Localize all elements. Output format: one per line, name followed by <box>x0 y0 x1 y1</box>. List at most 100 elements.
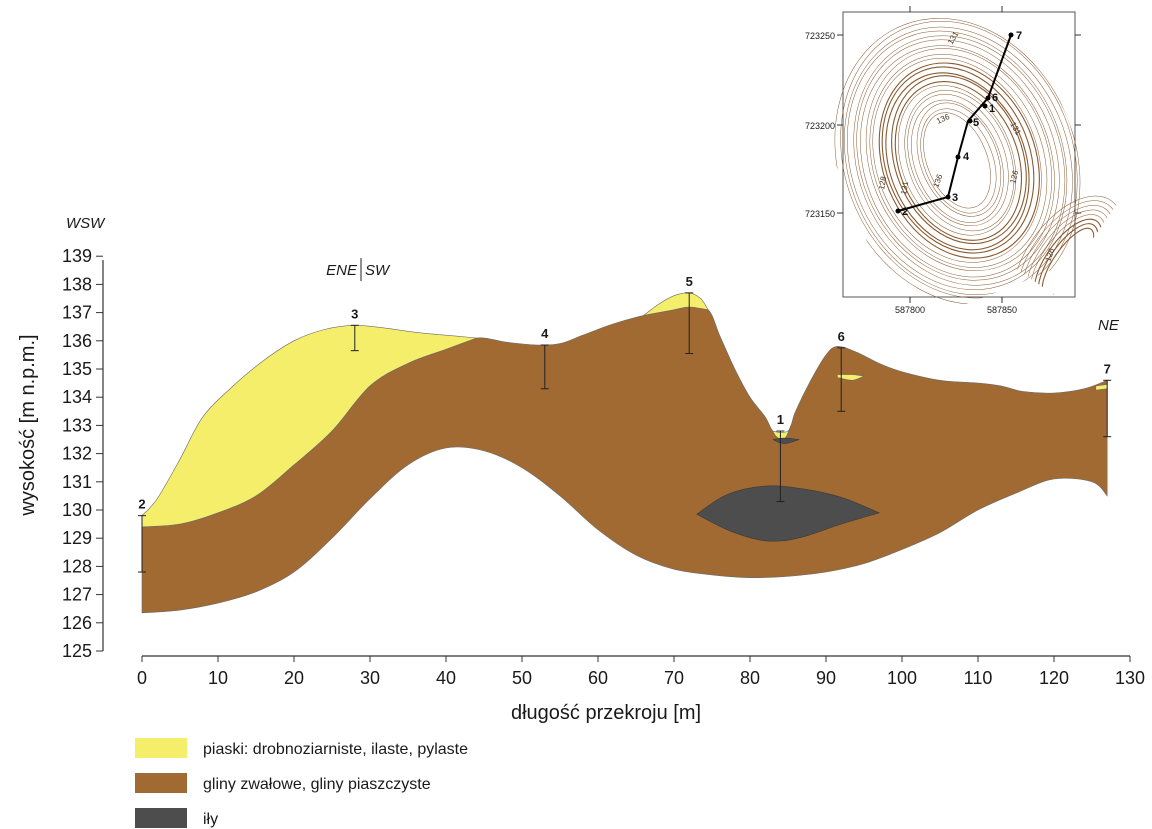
x-tick-label: 60 <box>588 668 608 688</box>
x-tick-label: 90 <box>816 668 836 688</box>
sand-layer-2 <box>643 292 709 316</box>
borehole-label-1: 1 <box>777 412 784 427</box>
inset-map-ticks <box>837 6 1081 303</box>
direction-right-label: NE <box>1098 317 1120 334</box>
map-point-5: 5 <box>973 117 979 129</box>
x-axis-title: długość przekroju [m] <box>511 702 701 724</box>
contour-line <box>872 58 1042 263</box>
contour-line <box>894 80 1023 241</box>
contour-line <box>897 85 1017 236</box>
geological-layers <box>141 292 1108 614</box>
map-point-3: 3 <box>952 192 958 204</box>
contour-line <box>911 99 1004 223</box>
contour-line <box>885 72 1030 251</box>
x-tick-label: 10 <box>208 668 228 688</box>
y-tick-label: 131 <box>62 472 92 492</box>
y-tick-label: 134 <box>62 387 92 407</box>
inset-x-label-1: 587800 <box>895 305 925 315</box>
direction-left-label: WSW <box>66 215 106 232</box>
x-tick-label: 30 <box>360 668 380 688</box>
map-point-4: 4 <box>963 151 970 163</box>
contour-line <box>856 39 1060 281</box>
contour-line <box>865 48 1052 272</box>
contour-label: 126 <box>1043 247 1056 263</box>
x-tick-label: 100 <box>887 668 917 688</box>
map-point-7: 7 <box>1016 30 1022 42</box>
x-tick-label: 70 <box>664 668 684 688</box>
contour-line <box>907 93 1009 227</box>
contour-label: 136 <box>931 173 944 189</box>
contour-line <box>916 102 1002 217</box>
y-tick-label: 132 <box>62 444 92 464</box>
map-point-6: 6 <box>992 92 998 104</box>
contour-line <box>869 54 1048 268</box>
x-axis-ticks: 0 10 20 30 40 50 60 70 80 90 100 110 120 130 <box>137 656 1145 688</box>
x-tick-label: 130 <box>1115 668 1145 688</box>
contour-line <box>904 89 1015 232</box>
x-tick-label: 40 <box>436 668 456 688</box>
x-tick-label: 50 <box>512 668 532 688</box>
bend-label-left: ENE <box>326 262 358 279</box>
y-tick-label: 128 <box>62 556 92 576</box>
contour-line <box>860 45 1055 278</box>
legend-label-till: gliny zwałowe, gliny piaszczyste <box>203 776 431 793</box>
y-tick-label: 136 <box>62 331 92 351</box>
map-point-2: 2 <box>902 206 908 218</box>
y-axis-title: wysokość [m n.p.m.] <box>17 334 39 516</box>
clay-layer-1 <box>696 485 881 542</box>
x-tick-label: 0 <box>137 668 147 688</box>
contour-line <box>891 75 1027 245</box>
contour-label: 131 <box>899 180 910 195</box>
section-points <box>895 32 1014 214</box>
contour-line <box>923 112 991 209</box>
legend-label-sand: piaski: drobnoziarniste, ilaste, pylaste <box>203 741 468 758</box>
map-point-1: 1 <box>989 103 995 115</box>
y-tick-label: 135 <box>62 359 92 379</box>
legend-swatch-sand <box>135 738 187 758</box>
boreholes: 2 3 4 5 1 6 7 <box>138 274 1112 573</box>
bend-label-right: SW <box>365 262 391 279</box>
y-tick-label: 130 <box>62 500 92 520</box>
y-tick-label: 129 <box>62 528 92 548</box>
sand-layer-1 <box>141 324 477 528</box>
x-tick-label: 20 <box>284 668 304 688</box>
borehole-label-7: 7 <box>1104 361 1111 376</box>
borehole-label-3: 3 <box>351 306 358 321</box>
inset-y-label-1: 723250 <box>805 31 835 41</box>
contour-label: 126 <box>1008 169 1020 185</box>
contour-line <box>920 108 997 214</box>
contour-label: 128 <box>877 175 888 190</box>
legend-label-clay: iły <box>203 811 218 828</box>
y-tick-label: 125 <box>62 641 92 661</box>
y-tick-label: 139 <box>62 246 92 266</box>
borehole-label-5: 5 <box>686 274 693 289</box>
contour-line <box>846 30 1068 290</box>
till-layer-1 <box>141 306 1108 614</box>
inset-location-map: 723250 723200 723150 587800 587850 131 1… <box>805 6 1124 315</box>
x-tick-label: 80 <box>740 668 760 688</box>
x-tick-label: 110 <box>964 668 993 688</box>
y-tick-label: 126 <box>62 613 92 633</box>
borehole-label-2: 2 <box>138 497 145 512</box>
legend-swatch-clay <box>135 808 187 828</box>
contour-line <box>853 35 1066 286</box>
section-line <box>897 34 1012 212</box>
y-tick-label: 133 <box>62 415 92 435</box>
legend: piaski: drobnoziarniste, ilaste, pylaste… <box>135 738 468 828</box>
borehole-label-4: 4 <box>541 326 549 341</box>
y-axis-ticks: 125 126 127 128 129 130 131 132 133 134 135 136 137 1… <box>62 246 103 661</box>
contour-line <box>878 62 1040 259</box>
y-tick-label: 138 <box>62 274 92 294</box>
contour-line <box>881 66 1035 254</box>
contour-lines <box>834 18 1124 305</box>
legend-swatch-till <box>135 773 187 793</box>
sand-layer-4 <box>837 374 866 381</box>
inset-y-label-2: 723200 <box>805 121 835 131</box>
y-tick-label: 137 <box>62 303 92 323</box>
x-tick-label: 120 <box>1039 668 1069 688</box>
borehole-label-6: 6 <box>838 329 845 344</box>
inset-y-label-3: 723150 <box>805 209 835 219</box>
y-tick-label: 127 <box>62 585 92 605</box>
inset-x-label-2: 587850 <box>987 305 1017 315</box>
